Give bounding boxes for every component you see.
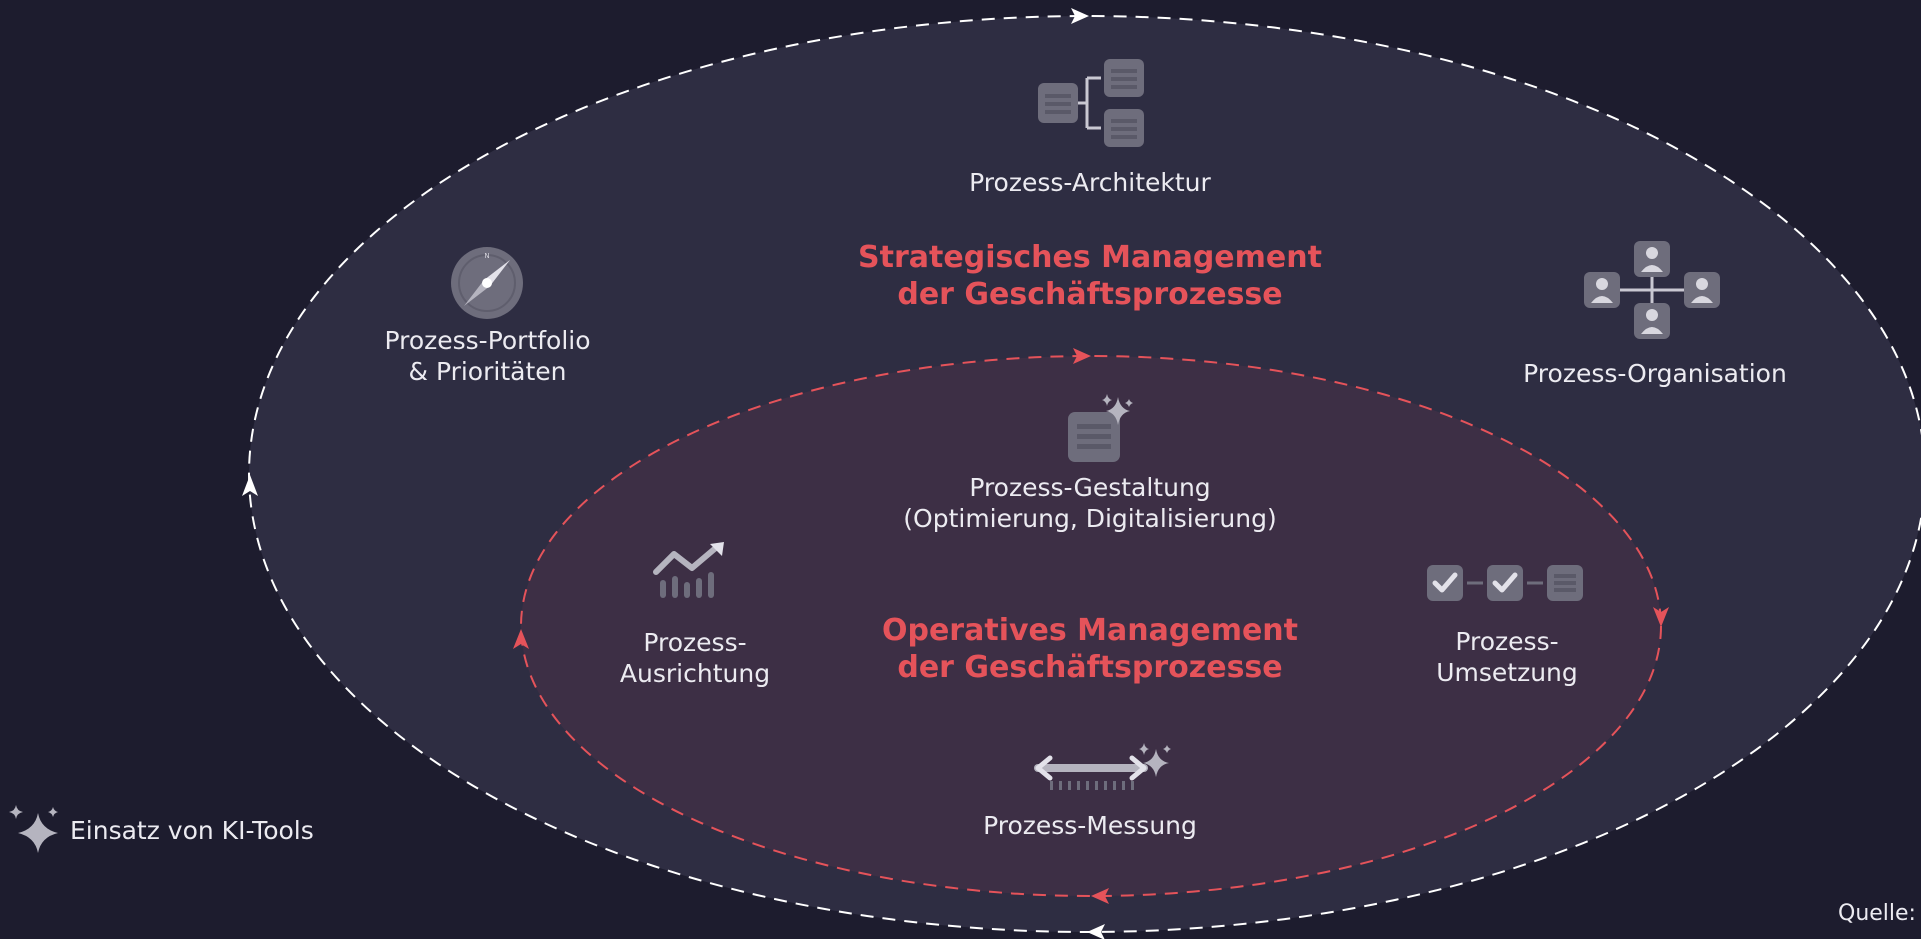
- inner-arrow-right: [1653, 607, 1669, 627]
- trend-chart-icon: [653, 542, 724, 598]
- ki-tools-legend: Einsatz von KI-Tools: [8, 805, 314, 855]
- inner-arrow-left: [513, 629, 529, 649]
- outer-arrow-left: [242, 475, 258, 496]
- ausrichtung-label: Prozess- Ausrichtung: [580, 627, 810, 689]
- outer-arrow-bottom: [1087, 924, 1105, 939]
- messung-label: Prozess-Messung: [983, 811, 1197, 840]
- architektur-label: Prozess-Architektur: [969, 168, 1211, 197]
- sparkle-icon: [9, 805, 58, 853]
- operative-heading-line1: Operatives Management: [881, 613, 1298, 648]
- umsetzung-label-line2: Umsetzung: [1436, 658, 1578, 687]
- gestaltung-label-line2: (Optimierung, Digitalisierung): [903, 504, 1277, 533]
- inner-arrow-bottom: [1091, 888, 1109, 904]
- portfolio-label-line2: & Prioritäten: [408, 357, 567, 386]
- ausrichtung-label-line2: Ausrichtung: [619, 659, 771, 688]
- ki-tools-legend-label: Einsatz von KI-Tools: [70, 815, 314, 845]
- hierarchy-icon: [1038, 59, 1144, 147]
- organisation-label: Prozess-Organisation: [1523, 359, 1787, 388]
- strategic-heading-line1: Strategisches Management: [858, 240, 1322, 275]
- org-chart-icon: [1584, 241, 1720, 339]
- inner-arrow-top: [1073, 348, 1091, 364]
- checklist-icon: [1427, 565, 1583, 601]
- umsetzung-label-line1: Prozess-: [1455, 627, 1559, 656]
- umsetzung-label: Prozess- Umsetzung: [1392, 626, 1622, 688]
- strategic-heading-line2: der Geschäftsprozesse: [897, 277, 1283, 312]
- portfolio-label-line1: Prozess-Portfolio: [384, 326, 591, 355]
- operative-heading-line2: der Geschäftsprozesse: [897, 650, 1283, 685]
- svg-text:N: N: [484, 252, 489, 260]
- strategic-management-heading: Strategisches Management der Geschäftspr…: [780, 239, 1400, 313]
- gestaltung-label: Prozess-Gestaltung (Optimierung, Digital…: [880, 472, 1300, 534]
- gestaltung-label-line1: Prozess-Gestaltung: [969, 473, 1211, 502]
- ausrichtung-label-line1: Prozess-: [643, 628, 747, 657]
- portfolio-label: Prozess-Portfolio & Prioritäten: [345, 325, 630, 387]
- source-label: Quelle:: [1838, 901, 1916, 926]
- document-sparkle-icon: [1068, 394, 1133, 462]
- outer-arrow-top: [1071, 8, 1089, 24]
- operative-management-heading: Operatives Management der Geschäftsproze…: [800, 612, 1380, 686]
- measure-sparkle-icon: [1034, 743, 1171, 790]
- compass-icon: N: [451, 247, 523, 319]
